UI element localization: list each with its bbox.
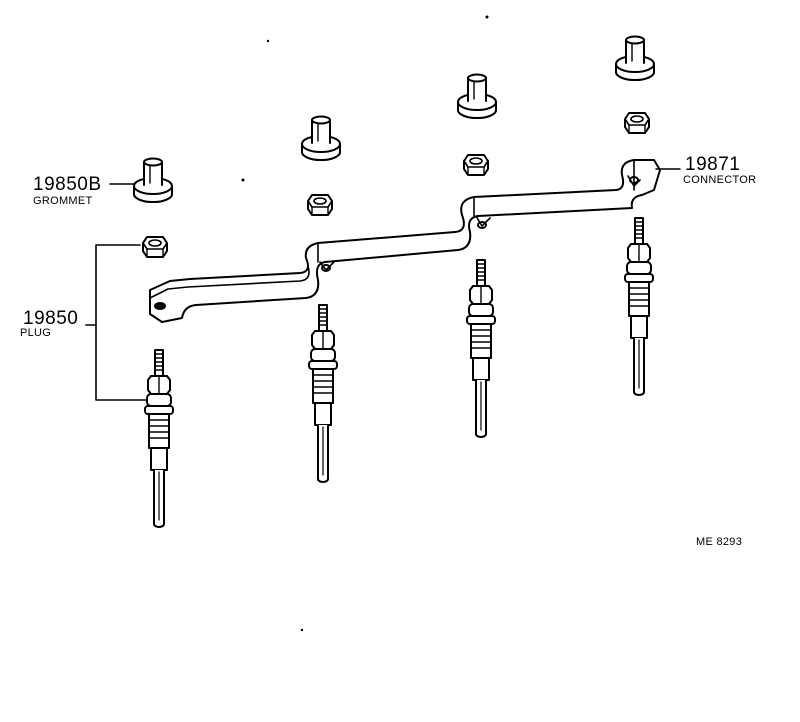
connector-part-name: CONNECTOR [683,174,757,186]
grommet-3 [457,73,497,119]
plug-part-name: PLUG [20,327,52,339]
grommet-1 [133,157,173,203]
nut-3 [463,154,489,176]
glow-plug-3 [466,259,496,438]
grommet-2 [301,115,341,161]
plug-part-number: 19850 [23,308,79,329]
nut-1 [142,236,168,258]
glow-plug-2 [308,304,338,483]
glow-plug-4 [624,217,654,396]
connector-part-number: 19871 [685,154,741,175]
grommet-part-name: GROMMET [33,195,93,207]
grommet-4 [615,35,655,81]
grommet-part-number: 19850B [33,174,102,195]
connector-bar [149,159,661,323]
scan-specks [241,15,489,632]
nut-4 [624,112,650,134]
nut-2 [307,194,333,216]
plug-bracket-leader [95,244,147,401]
glow-plug-1 [144,349,174,528]
diagram-code: ME 8293 [696,536,743,548]
leader-lines [85,168,681,401]
